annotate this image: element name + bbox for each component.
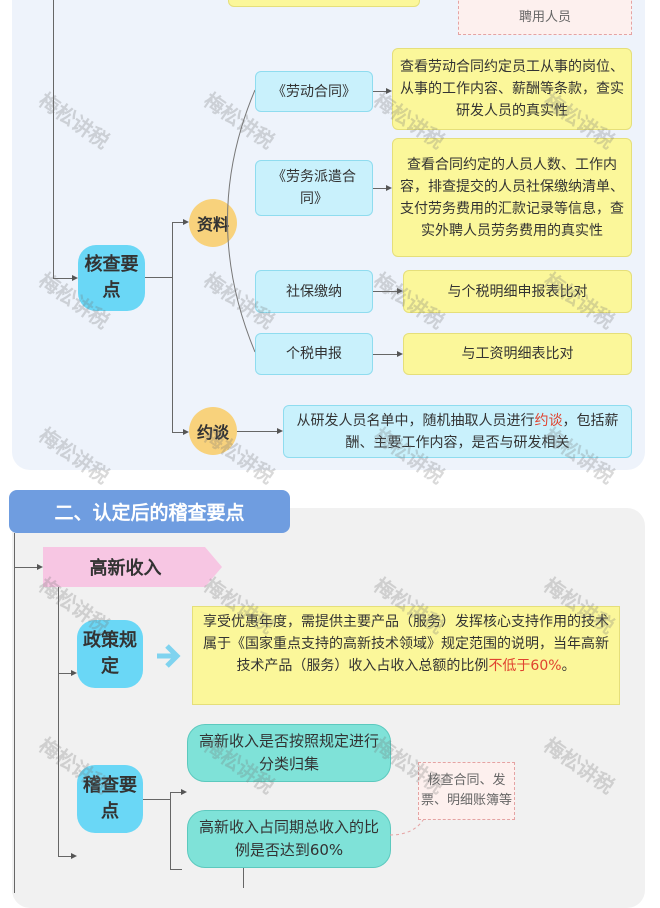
connector: [243, 868, 244, 888]
connector: [58, 587, 59, 857]
curve-connector: [227, 89, 256, 353]
material-social-security: 社保缴纳: [255, 270, 373, 313]
material-dispatch-contract: 《劳务派遣合同》: [255, 160, 373, 216]
connector: [145, 277, 172, 278]
arrow-icon: [277, 428, 283, 434]
interview-text: ，包括薪酬、主要工作内容，是否与研发相关: [345, 413, 619, 451]
connector: [373, 354, 398, 355]
policy-text-body: 享受优惠年度，需提供主要产品（服务）发挥核心支持作用的技术属于《国家重点支持的高…: [203, 614, 609, 674]
connector: [58, 673, 72, 674]
check-note: 核查合同、发票、明细账簿等: [418, 762, 515, 820]
arrow-icon: [183, 219, 189, 225]
interview-highlight: 约谈: [534, 413, 563, 429]
arrow-icon: [386, 185, 392, 191]
arrow-icon: [72, 275, 78, 281]
connector: [170, 792, 182, 793]
section2-title: 二、认定后的稽查要点: [9, 490, 290, 533]
connector: [53, 0, 54, 278]
top-partial-box: [228, 0, 420, 7]
connector: [172, 222, 184, 223]
arrow-icon: [386, 88, 392, 94]
branch-interview: 约谈: [189, 407, 237, 455]
arrow-icon: [397, 288, 403, 294]
check-item-classification: 高新收入是否按照规定进行分类归集: [187, 724, 391, 782]
tag-high-tech-income: 高新收入: [89, 558, 162, 579]
connector: [172, 222, 173, 432]
arrow-icon: [397, 351, 403, 357]
policy-text: 享受优惠年度，需提供主要产品（服务）发挥核心支持作用的技术属于《国家重点支持的高…: [192, 606, 620, 705]
material-income-tax: 个税申报: [255, 333, 373, 375]
arrow-icon: [37, 564, 43, 570]
detail-social-security: 与个税明细申报表比对: [403, 270, 632, 313]
detail-dispatch-contract: 查看合同约定的人员人数、工作内容，排查提交的人员社保缴纳清单、支付劳务费用的汇款…: [392, 138, 632, 257]
connector: [53, 278, 73, 279]
connector: [373, 291, 398, 292]
connector: [237, 431, 277, 432]
arrow-right-icon: [157, 644, 181, 668]
connector: [172, 432, 184, 433]
connector: [14, 567, 38, 568]
connector: [170, 792, 171, 870]
connector: [373, 188, 387, 189]
connector: [58, 856, 72, 857]
top-note: 聘用人员: [458, 0, 632, 35]
detail-income-tax: 与工资明细表比对: [403, 333, 632, 375]
policy-highlight: 不低于60%: [488, 658, 562, 674]
detail-labor-contract: 查看劳动合同约定员工从事的岗位、从事的工作内容、薪酬等条款，查实研发人员的真实性: [392, 48, 632, 130]
arrow-icon: [71, 853, 77, 859]
interview-detail: 从研发人员名单中，随机抽取人员进行约谈，包括薪酬、主要工作内容，是否与研发相关: [283, 405, 632, 458]
check-item-ratio: 高新收入占同期总收入的比例是否达到60%: [187, 810, 391, 868]
connector: [143, 799, 170, 800]
arrow-icon: [71, 670, 77, 676]
connector: [373, 91, 387, 92]
connector: [14, 533, 15, 893]
policy-text-end: 。: [561, 658, 576, 674]
connector: [170, 869, 182, 870]
check-node: 稽查要点: [77, 765, 143, 833]
policy-node: 政策规定: [77, 620, 143, 688]
branch-materials: 资料: [189, 199, 237, 247]
interview-text: 从研发人员名单中，随机抽取人员进行: [296, 413, 535, 429]
tag-shape: [43, 547, 222, 587]
arrow-icon: [181, 789, 187, 795]
main-node-check-points: 核查要点: [78, 245, 145, 311]
arrow-icon: [183, 429, 189, 435]
material-labor-contract: 《劳动合同》: [255, 71, 373, 112]
